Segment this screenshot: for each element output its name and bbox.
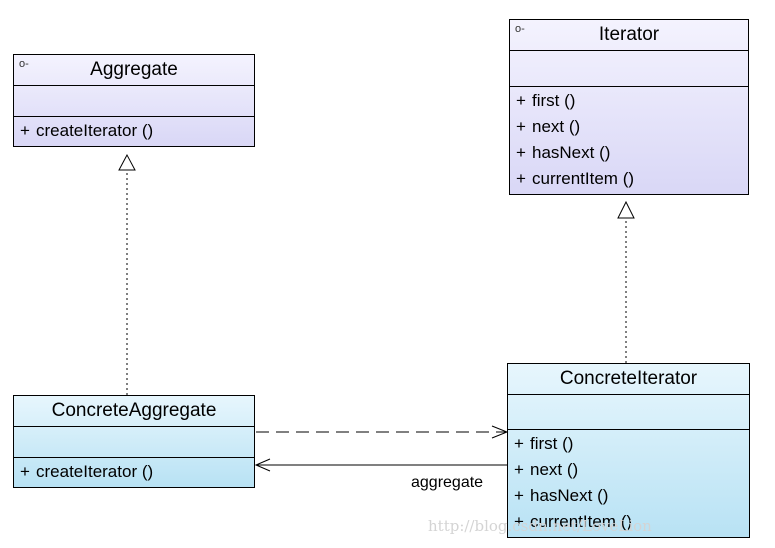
- operation-signature: next (): [530, 460, 579, 479]
- concrete-iterator-class-name: ConcreteIterator: [559, 368, 698, 389]
- operation: + next (): [508, 457, 749, 483]
- visibility-marker: +: [516, 117, 526, 136]
- operation-signature: next (): [532, 117, 581, 136]
- realization-arrowhead-aggregate: [118, 153, 136, 171]
- iterator-attributes-section: [510, 50, 748, 86]
- concrete-iterator-name-section: ConcreteIterator: [508, 364, 749, 394]
- concrete-iterator-attributes-section: [508, 394, 749, 429]
- visibility-marker: +: [516, 91, 526, 110]
- operation: + currentItem (): [510, 166, 748, 192]
- operation-signature: first (): [530, 434, 574, 453]
- concrete-aggregate-class[interactable]: ConcreteAggregate + createIterator (): [13, 395, 255, 488]
- concrete-aggregate-class-name: ConcreteAggregate: [51, 400, 217, 421]
- visibility-marker: +: [20, 462, 30, 481]
- aggregate-name-section: o- Aggregate: [14, 55, 254, 85]
- aggregate-class[interactable]: o- Aggregate + createIterator (): [13, 54, 255, 147]
- concrete-iterator-operations-section: + first () + next () + hasNext () + currentI…: [508, 429, 749, 537]
- operation: + next (): [510, 114, 748, 140]
- operation: + createIterator (): [14, 459, 254, 485]
- aggregate-attributes-section: [14, 85, 254, 116]
- operation-signature: first (): [532, 91, 576, 110]
- association-arrowhead: [254, 458, 271, 472]
- operation-signature: createIterator (): [36, 121, 154, 140]
- concrete-aggregate-operations-section: + createIterator (): [14, 457, 254, 487]
- concrete-iterator-class[interactable]: ConcreteIterator + first () + next () + has…: [507, 363, 750, 538]
- association-role-label: aggregate: [411, 474, 484, 491]
- operation: + createIterator (): [14, 118, 254, 144]
- operation-signature: createIterator (): [36, 462, 154, 481]
- operation: + currentItem (): [508, 509, 749, 535]
- watermark: http://blog.csdn.net/LoveLion: [428, 517, 652, 535]
- concrete-aggregate-name-section: ConcreteAggregate: [14, 396, 254, 426]
- interface-icon: o-: [515, 23, 525, 35]
- iterator-name-section: o- Iterator: [510, 20, 748, 50]
- operation: + hasNext (): [510, 140, 748, 166]
- operation-signature: hasNext (): [532, 143, 611, 162]
- iterator-class[interactable]: o- Iterator + first () + next () + hasNext …: [509, 19, 749, 195]
- operation: + first (): [508, 431, 749, 457]
- operation: + first (): [510, 88, 748, 114]
- visibility-marker: +: [514, 460, 524, 479]
- visibility-marker: +: [516, 143, 526, 162]
- aggregate-class-name: Aggregate: [90, 59, 178, 80]
- visibility-marker: +: [514, 434, 524, 453]
- operation-signature: currentItem (): [532, 169, 635, 188]
- iterator-class-name: Iterator: [598, 24, 660, 45]
- visibility-marker: +: [514, 512, 524, 531]
- operation-signature: hasNext (): [530, 486, 609, 505]
- iterator-operations-section: + first () + next () + hasNext () + currentI…: [510, 86, 748, 194]
- visibility-marker: +: [20, 121, 30, 140]
- operation: + hasNext (): [508, 483, 749, 509]
- visibility-marker: +: [514, 486, 524, 505]
- realization-arrowhead-iterator: [617, 200, 635, 219]
- operation-signature: currentItem (): [530, 512, 633, 531]
- visibility-marker: +: [516, 169, 526, 188]
- interface-icon: o-: [19, 58, 29, 70]
- concrete-aggregate-attributes-section: [14, 426, 254, 457]
- aggregate-operations-section: + createIterator (): [14, 116, 254, 146]
